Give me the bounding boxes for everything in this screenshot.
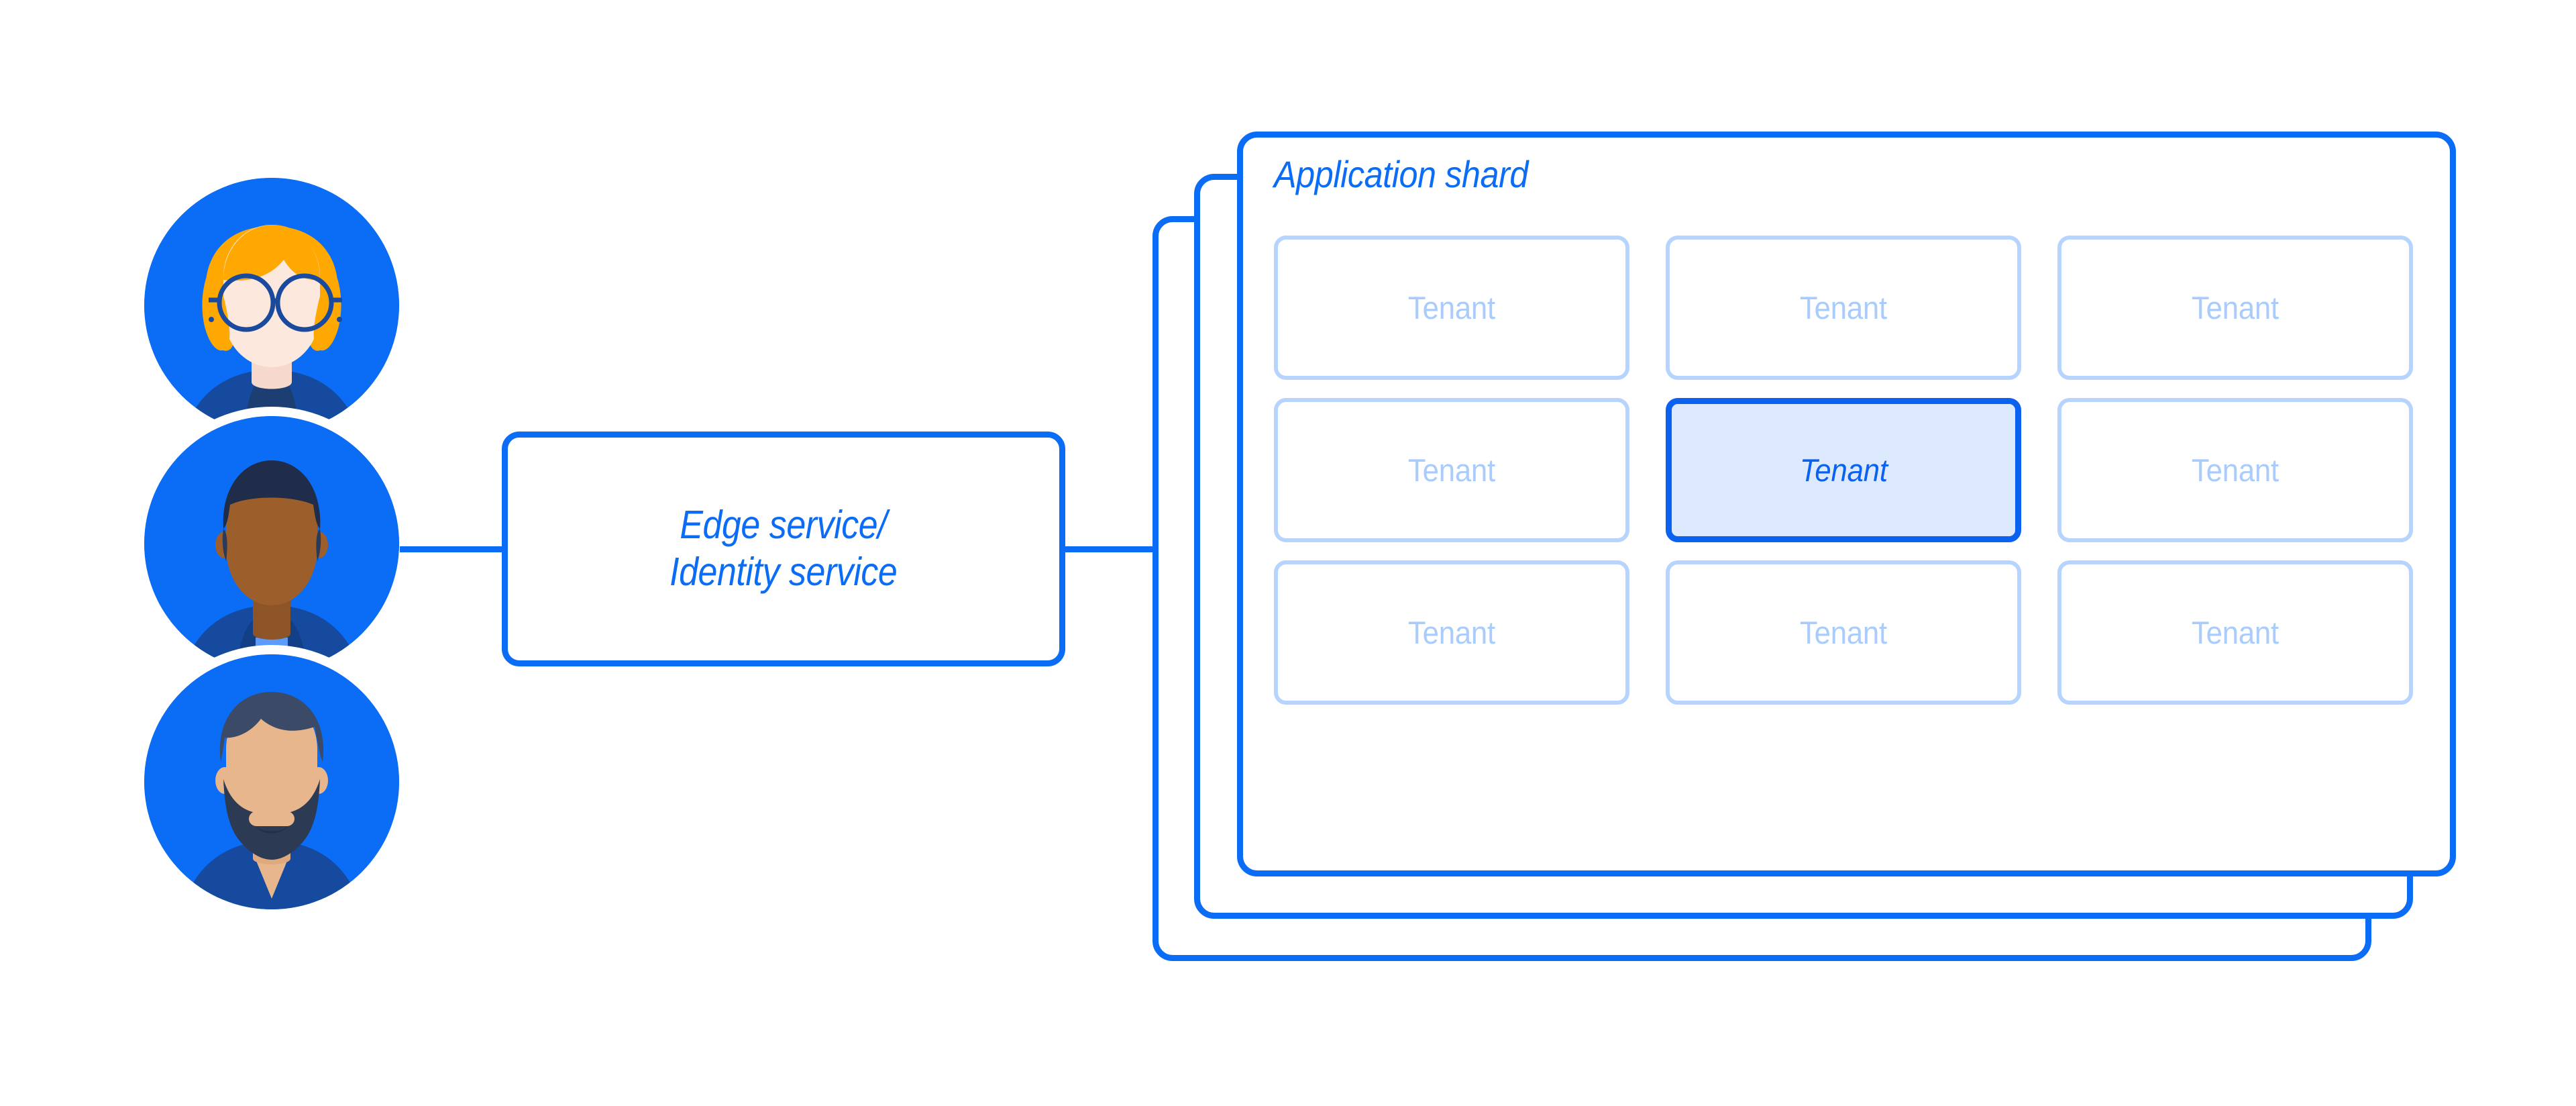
tenant-box[interactable]: Tenant — [1274, 560, 1629, 705]
tenant-label: Tenant — [1799, 290, 1888, 325]
tenant-label: Tenant — [2191, 290, 2279, 325]
tenant-grid: Tenant Tenant Tenant Tenant Tenant Tenan… — [1274, 236, 2426, 705]
tenant-label: Tenant — [2191, 452, 2279, 488]
tenant-label: Tenant — [1799, 615, 1888, 650]
tenant-label: Tenant — [1407, 290, 1496, 325]
tenant-box[interactable]: Tenant — [1666, 560, 2021, 705]
application-shard-stack: Application shard Tenant Tenant Tenant T… — [1152, 132, 2461, 1004]
tenant-box-active[interactable]: Tenant — [1666, 398, 2021, 542]
tenant-box[interactable]: Tenant — [1666, 236, 2021, 380]
tenant-label: Tenant — [1407, 452, 1496, 488]
tenant-box[interactable]: Tenant — [1274, 236, 1629, 380]
avatar-man-beard — [144, 654, 399, 909]
application-shard-title: Application shard — [1274, 153, 1528, 195]
tenant-label: Tenant — [2191, 615, 2279, 650]
tenant-box[interactable]: Tenant — [2057, 560, 2413, 705]
users-group — [144, 178, 406, 909]
tenant-box[interactable]: Tenant — [2057, 236, 2413, 380]
application-shard-card-front[interactable]: Application shard Tenant Tenant Tenant T… — [1237, 132, 2456, 876]
connector-edge-service-to-shard — [1061, 546, 1159, 552]
connector-users-to-edge-service — [400, 546, 507, 552]
tenant-label-active: Tenant — [1799, 452, 1888, 488]
tenant-box[interactable]: Tenant — [2057, 398, 2413, 542]
tenant-label: Tenant — [1407, 615, 1496, 650]
avatar-woman-glasses — [144, 178, 399, 433]
edge-service-box[interactable]: Edge service/ Identity service — [502, 432, 1065, 666]
tenant-box[interactable]: Tenant — [1274, 398, 1629, 542]
edge-service-label: Edge service/ Identity service — [669, 503, 898, 594]
avatar-man-short-hair — [144, 416, 399, 671]
